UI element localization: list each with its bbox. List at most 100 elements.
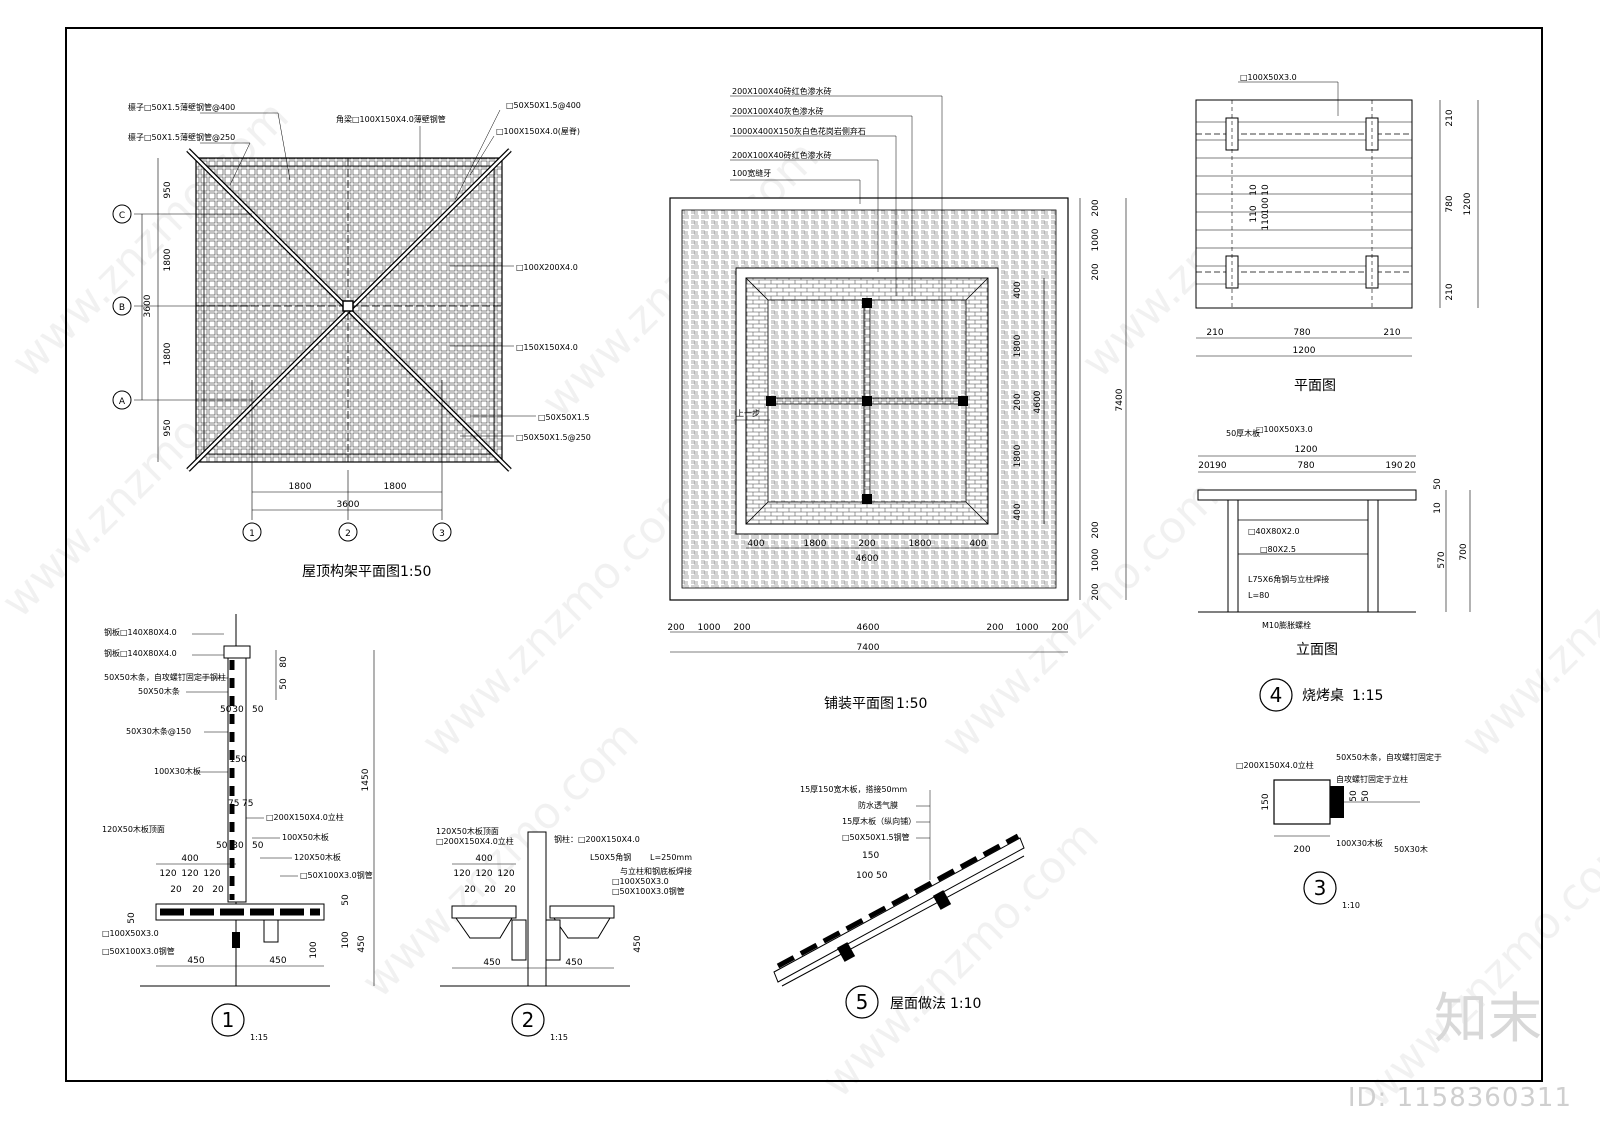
drawing-id: ID: 1158360311	[1347, 1083, 1572, 1113]
note-text: 120X50木板	[294, 852, 341, 862]
dim-label: 75	[242, 799, 253, 809]
note-text: 钢板□140X80X4.0	[104, 627, 177, 637]
dim-label: 1800	[289, 482, 312, 492]
note-text: 50厚木板	[1226, 428, 1260, 438]
dim-label: 450	[269, 956, 286, 966]
dim-label: 120	[453, 869, 470, 879]
dim-label: 20	[192, 885, 204, 895]
dim-label: 1450	[361, 768, 371, 791]
dim-label: 20	[170, 885, 182, 895]
dim-label: 100	[1261, 197, 1271, 214]
detail1-number: 1	[222, 1008, 235, 1032]
dim-label: 200	[1091, 263, 1101, 280]
dim-label: 50	[876, 871, 888, 881]
dim-label: 400	[1013, 281, 1023, 298]
detail1-scale: 1:15	[250, 1033, 268, 1042]
note-text: □50X50X1.5钢管	[842, 832, 910, 842]
dim-label: 120	[203, 869, 220, 879]
dim-label: 450	[565, 958, 582, 968]
paving-plan: 上一步 200X100X40砖红色渗水砖 200X100X40灰色渗水砖 100…	[667, 86, 1127, 712]
dim-label: 210	[1445, 109, 1455, 126]
roof-method-number: 5	[856, 990, 869, 1014]
dim-label: 50	[341, 894, 351, 906]
dim-label: 50	[127, 912, 137, 924]
note-text: L=80	[1248, 591, 1269, 600]
dim-label: 200	[986, 623, 1003, 633]
note-text: 200X100X40砖红色渗水砖	[732, 150, 832, 160]
note-text: □100X50X3.0	[612, 877, 669, 886]
bbq-plan-label: 平面图	[1294, 378, 1336, 394]
note-text: □50X100X3.0钢管	[300, 870, 373, 880]
note-text: 与立柱和钢底板焊接	[620, 866, 692, 876]
note-text: 钢柱：□200X150X4.0	[554, 834, 640, 844]
axis-label: A	[119, 397, 126, 407]
dim-label: 10	[1261, 184, 1271, 196]
dim-label: 400	[969, 539, 986, 549]
dim-label: 1000	[1091, 228, 1101, 251]
axis-label: C	[119, 211, 125, 221]
note-text: □50X100X3.0钢管	[102, 946, 175, 956]
dim-label: 100	[856, 871, 873, 881]
dim-label: 50	[1433, 478, 1443, 490]
note-text: 15厚木板（纵向铺）	[842, 816, 916, 826]
note-text: □200X150X4.0立柱	[436, 836, 514, 846]
dim-label: 1200	[1293, 346, 1316, 356]
axis-bubble	[112, 296, 132, 316]
note-text: □40X80X2.0	[1248, 527, 1300, 536]
bbq-table: □100X50X3.0 210 780 210 1200 10 110 100 …	[1195, 73, 1479, 712]
dim-label: 400	[181, 854, 198, 864]
dim-label: 200	[667, 623, 684, 633]
note-text: 防水透气膜	[858, 800, 898, 810]
paving-plan-title: 铺装平面图	[824, 696, 894, 712]
dim-label: 7400	[857, 643, 880, 653]
detail-bubble	[511, 1003, 545, 1037]
dim-label: 30	[232, 841, 244, 851]
bbq-title: 烧烤桌	[1302, 688, 1344, 704]
dim-label: 50	[252, 841, 264, 851]
dim-label: 20	[504, 885, 516, 895]
dim-label: 400	[1013, 503, 1023, 520]
note-text: M10膨胀螺栓	[1262, 620, 1311, 630]
dim-label: 1000	[1016, 623, 1039, 633]
note-text: L=250mm	[650, 853, 692, 862]
note-text: 50X50木条，自攻螺钉固定于钢柱	[104, 672, 226, 682]
note-text: L75X6角钢与立柱焊接	[1248, 574, 1329, 584]
dim-label: 100	[341, 931, 351, 948]
dim-label: 450	[357, 935, 367, 952]
dim-label: 120	[497, 869, 514, 879]
watermark-text: www.znzmo.com	[1452, 471, 1600, 768]
note-text: □100X200X4.0	[516, 263, 578, 272]
axis-bubble	[432, 522, 452, 542]
note-text: □50X50X1.5@250	[516, 433, 591, 442]
dim-label: 1200	[1295, 445, 1318, 455]
dim-label: 150	[862, 851, 879, 861]
watermark-text: www.znzmo.com	[412, 471, 709, 768]
step-note: 上一步	[736, 409, 760, 418]
detail-bubble	[211, 1003, 245, 1037]
bbq-elev-label: 立面图	[1296, 642, 1338, 658]
dim-label: 200	[1091, 583, 1101, 600]
note-text: □50X100X3.0钢管	[612, 886, 685, 896]
dim-label: 200	[733, 623, 750, 633]
dim-label: 1800	[1013, 334, 1023, 357]
detail-bubble	[845, 985, 879, 1019]
detail2-number: 2	[522, 1008, 535, 1032]
dim-label: 50	[279, 678, 289, 690]
dim-label: 4600	[857, 623, 880, 633]
note-text: □200X150X4.0立柱	[1236, 760, 1314, 770]
dim-label: 450	[633, 935, 643, 952]
detail-1: 钢板□140X80X4.0 钢板□140X80X4.0 50X50木条，自攻螺钉…	[102, 614, 375, 1042]
dim-label: 100	[309, 941, 319, 958]
dim-label: 50	[1349, 790, 1359, 802]
note-text: □50X50X1.5@400	[506, 101, 581, 110]
dim-label: 780	[1445, 195, 1455, 212]
dim-label: 950	[163, 419, 173, 436]
dim-label: 20	[1198, 461, 1210, 471]
dim-label: 10	[1249, 184, 1259, 196]
dim-label: 10	[1433, 502, 1443, 514]
note-text: 100X30木板	[154, 766, 201, 776]
dim-label: 50	[252, 705, 264, 715]
dim-label: 110	[1261, 213, 1271, 230]
dim-label: 210	[1445, 283, 1455, 300]
